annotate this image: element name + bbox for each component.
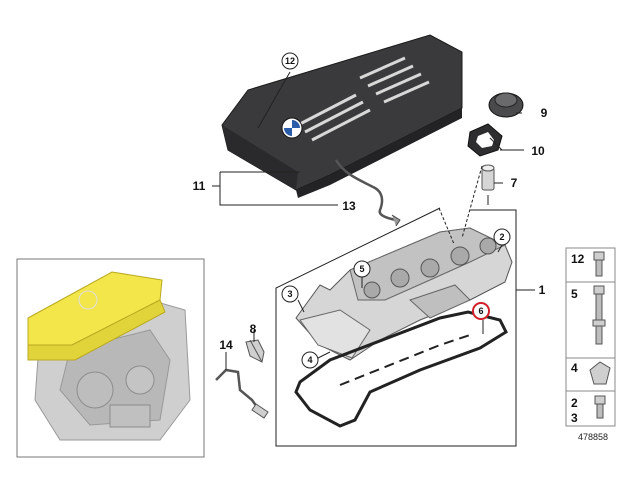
callout-10[interactable]: 10 (531, 144, 545, 158)
cylinder-head-cover[interactable] (295, 227, 513, 361)
callout-9[interactable]: 9 (541, 106, 548, 120)
callout-13[interactable]: 13 (342, 199, 356, 213)
bmw-logo-icon (281, 117, 303, 139)
legend-item-4[interactable]: 4 (571, 361, 611, 385)
cap-seal[interactable] (467, 123, 503, 157)
callout-14[interactable]: 14 (219, 338, 233, 352)
bracket[interactable] (245, 339, 265, 363)
legend-item-5[interactable]: 5 (571, 285, 606, 345)
svg-text:4: 4 (571, 361, 578, 375)
svg-text:12: 12 (571, 252, 585, 266)
legend-item-12[interactable]: 12 (571, 251, 605, 277)
leader-lines (212, 71, 535, 447)
svg-text:2: 2 (571, 396, 578, 410)
hardware-legend: 12 5 4 2 3 478858 (565, 247, 616, 442)
oil-filler-cap[interactable] (488, 92, 524, 118)
svg-text:3: 3 (571, 411, 578, 425)
svg-text:5: 5 (571, 287, 578, 301)
legend-item-2-3[interactable]: 2 3 (571, 395, 606, 425)
oil-filler-neck[interactable] (481, 164, 495, 191)
svg-text:12: 12 (285, 56, 295, 66)
callout-12-top[interactable]: 12 (281, 52, 299, 70)
callout-11[interactable]: 11 (193, 179, 206, 193)
callout-7[interactable]: 7 (511, 176, 518, 190)
cylinder-head-gasket[interactable] (294, 310, 508, 428)
svg-text:5: 5 (359, 264, 364, 274)
svg-text:4: 4 (307, 355, 312, 365)
wiring-harness[interactable] (215, 368, 264, 415)
callout-2[interactable]: 2 (493, 228, 511, 246)
breather-hose[interactable] (334, 159, 397, 222)
callout-1[interactable]: 1 (539, 283, 546, 297)
callout-4[interactable]: 4 (301, 351, 319, 369)
svg-text:3: 3 (287, 289, 292, 299)
engine-cover[interactable] (221, 34, 463, 198)
callout-8[interactable]: 8 (250, 322, 257, 336)
highlight-marker (78, 290, 98, 310)
callout-5[interactable]: 5 (353, 260, 371, 278)
diagram-id: 478858 (578, 432, 608, 442)
svg-text:2: 2 (499, 232, 504, 242)
callout-6[interactable]: 6 (472, 302, 490, 320)
svg-text:6: 6 (478, 306, 483, 316)
engine-overview-thumbnail[interactable] (16, 258, 205, 458)
callout-3[interactable]: 3 (281, 285, 299, 303)
